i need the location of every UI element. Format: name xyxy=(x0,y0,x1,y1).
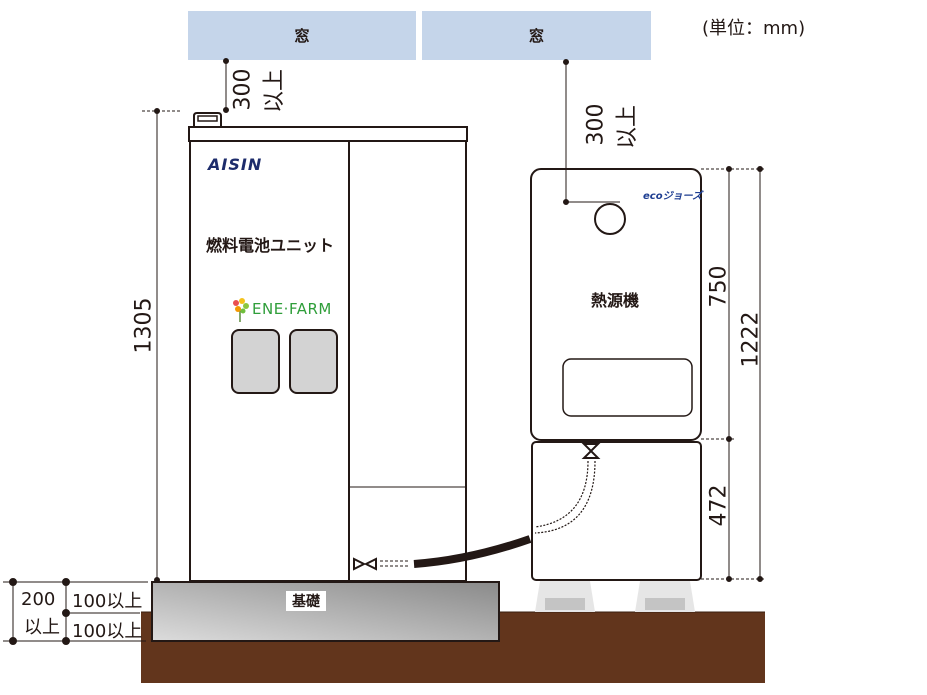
enefarm-tree-icon xyxy=(233,298,249,322)
heat-source-feet xyxy=(535,581,695,612)
foundation-label: 基礎 xyxy=(286,591,326,611)
enefarm-logo-text: ENE·FARM xyxy=(252,300,332,318)
foundation-total-value: 200 xyxy=(21,589,56,610)
window-right: 窓 xyxy=(422,11,651,60)
fuel-cell-clearance-suffix: 以上 xyxy=(262,68,288,114)
heat-source-upper-height: 750 xyxy=(706,265,732,308)
heat-source-valve xyxy=(534,443,601,534)
foundation-below-ground: 100以上 xyxy=(72,621,143,642)
heat-source-label: 熱源機 xyxy=(591,291,640,310)
foundation-above-ground: 100以上 xyxy=(72,591,143,612)
heat-source-clearance-suffix: 以上 xyxy=(615,104,641,150)
heat-source-clearance-value: 300 xyxy=(583,103,609,146)
foundation-total-suffix: 以上 xyxy=(24,617,60,638)
heat-source-lower-height: 472 xyxy=(706,484,732,527)
window-right-label: 窓 xyxy=(528,27,544,45)
window-left: 窓 xyxy=(188,11,416,60)
fuel-cell-unit-label: 燃料電池ユニット xyxy=(206,236,335,255)
aisin-logo: AISIN xyxy=(208,155,263,174)
fuel-cell-clearance-value: 300 xyxy=(230,68,256,111)
fuel-cell-height: 1305 xyxy=(131,297,157,354)
heat-source-total-height: 1222 xyxy=(738,311,764,368)
enefarm-logo: ENE·FARM xyxy=(248,300,332,318)
window-left-label: 窓 xyxy=(294,27,310,45)
unit-label: (単位：mm) xyxy=(702,18,806,39)
heat-source-unit xyxy=(530,168,702,581)
eco-jozu-logo: ecoジョーズ xyxy=(643,191,703,202)
fuel-cell-valve-pipe xyxy=(353,535,532,571)
fuel-cell-unit xyxy=(188,112,468,582)
